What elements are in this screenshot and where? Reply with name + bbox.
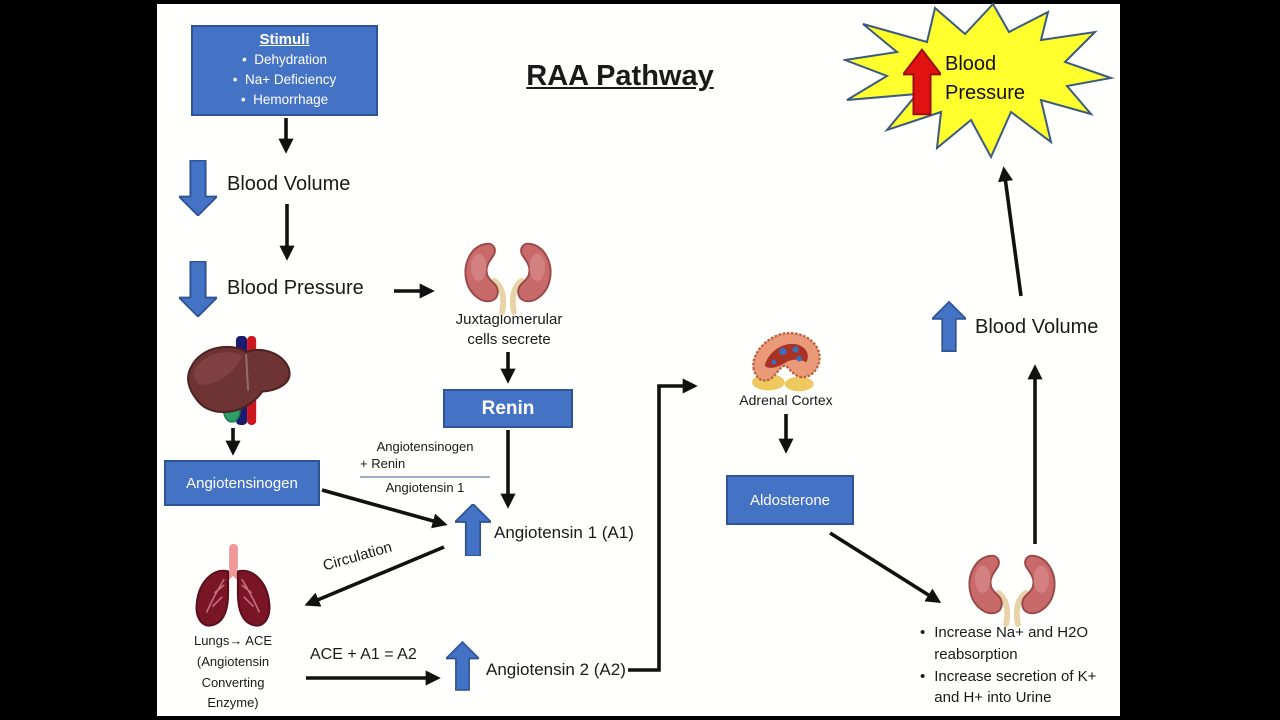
aldosterone-box: Aldosterone (726, 475, 854, 525)
blood-volume-label: Blood Volume (227, 173, 351, 195)
stimuli-item: Na+ Deficiency (233, 70, 336, 90)
increase-arrow-icon (903, 48, 941, 116)
decrease-arrow-icon (179, 261, 217, 317)
renin-reaction-equation: Angiotensinogen + Renin Angiotensin 1 (360, 439, 490, 497)
burst-blood-pressure-label: Blood Pressure (945, 53, 1026, 104)
angiotensinogen-box: Angiotensinogen (164, 460, 320, 506)
increase-arrow-icon (446, 640, 479, 691)
adrenal-gland-icon (752, 332, 821, 392)
increase-arrow-icon (455, 504, 491, 556)
page-title: RAA Pathway (526, 60, 714, 92)
kidney-effect-item: Increase secretion of K+ and H+ into Uri… (920, 666, 1125, 710)
stimuli-item: Dehydration (233, 50, 336, 70)
blood-pressure-burst: Blood Pressure (843, 2, 1115, 162)
angiotensin2-label: Angiotensin 2 (A2) (486, 660, 626, 679)
kidney-effect-item: Increase Na+ and H2O reabsorption (920, 622, 1125, 666)
blood-pressure-label: Blood Pressure (227, 277, 364, 299)
adrenal-cortex-label: Adrenal Cortex (739, 392, 833, 408)
stimuli-box: Stimuli Dehydration Na+ Deficiency Hemor… (191, 25, 378, 116)
increase-arrow-icon (932, 300, 966, 352)
angiotensin1-label: Angiotensin 1 (A1) (494, 523, 634, 542)
renin-box: Renin (443, 389, 573, 428)
juxtaglomerular-label: Juxtaglomerular cells secrete (455, 311, 563, 349)
decrease-arrow-icon (179, 160, 217, 216)
lungs-ace-caption: Lungs→ ACE (Angiotensin Converting Enzym… (193, 633, 273, 711)
kidneys-icon (968, 554, 1056, 628)
lungs-icon (195, 543, 271, 627)
kidneys-icon (464, 242, 552, 316)
stimuli-item: Hemorrhage (233, 90, 336, 110)
ace-equation-label: ACE + A1 = A2 (310, 646, 417, 663)
kidney-effects-list: Increase Na+ and H2O reabsorption Increa… (920, 622, 1125, 709)
stimuli-title: Stimuli (259, 30, 310, 48)
stimuli-list: Dehydration Na+ Deficiency Hemorrhage (233, 50, 336, 111)
fraction-divider (360, 475, 490, 478)
liver-icon (187, 336, 291, 425)
blood-volume-right-label: Blood Volume (975, 316, 1099, 338)
starburst-icon (843, 2, 1115, 160)
